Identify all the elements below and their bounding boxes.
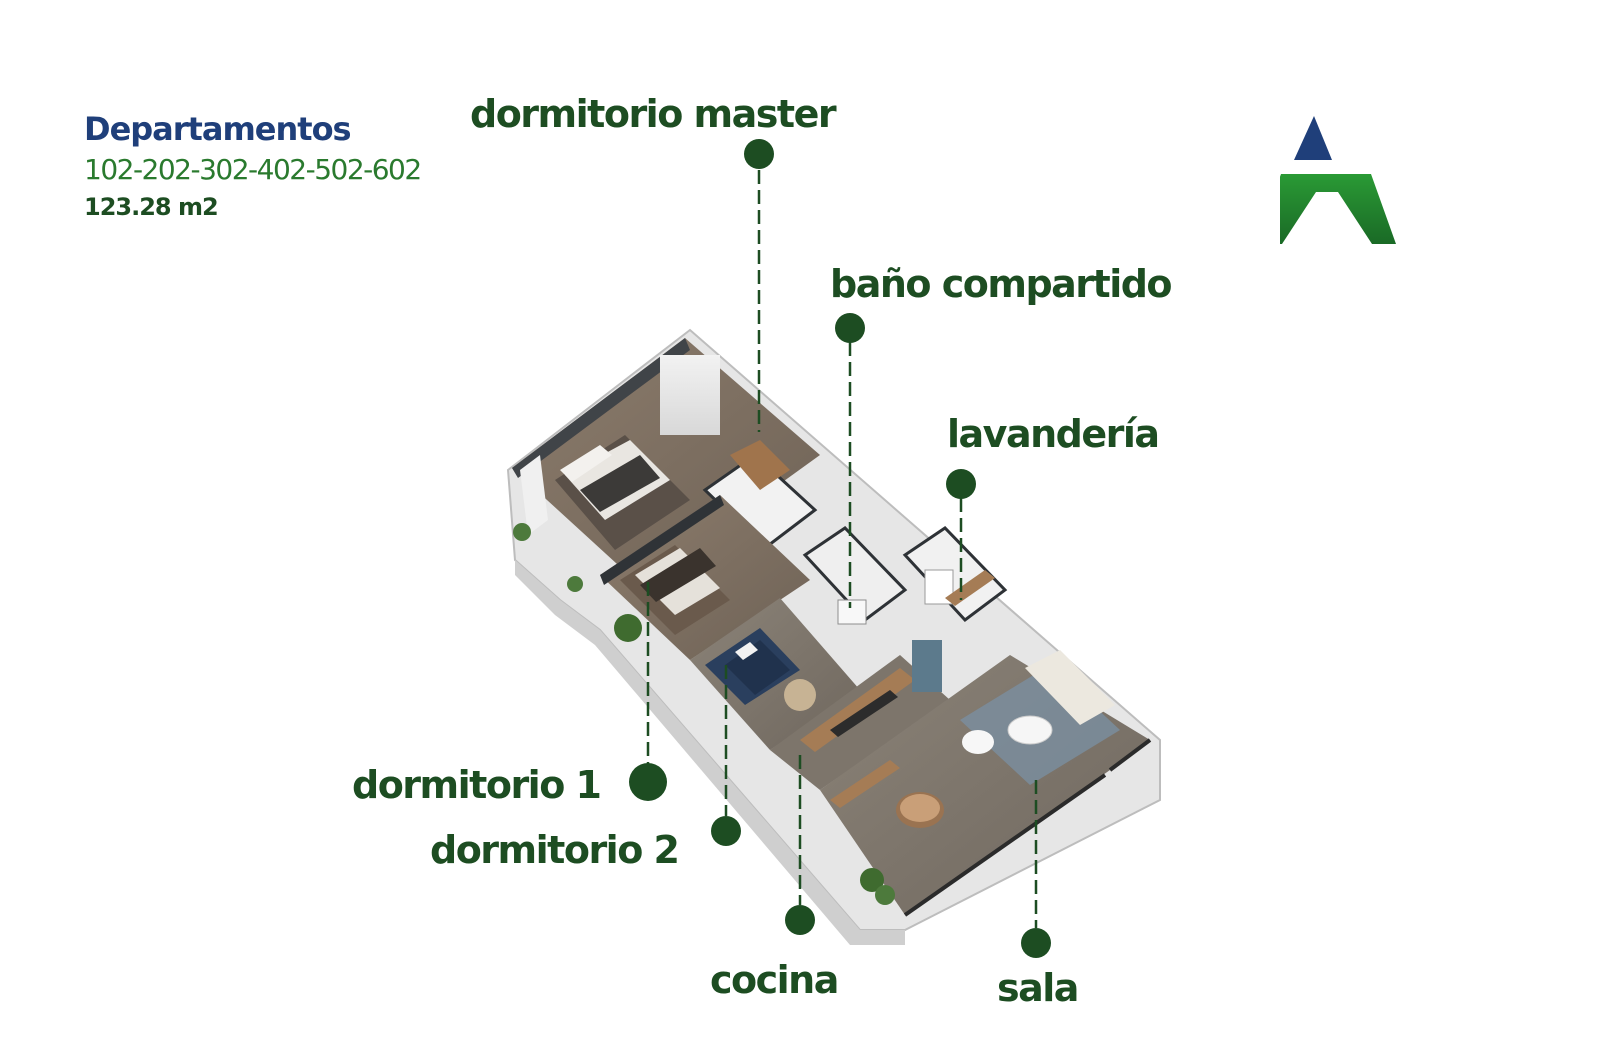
marker-bano-compartido [835,313,865,343]
callout-lines [646,170,1038,928]
label-bano-compartido: baño compartido [830,262,1173,306]
info-units: 102-202-302-402-502-602 [84,153,422,186]
triangle-a-logo-icon [1256,116,1396,244]
marker-dormitorio-2 [711,816,741,846]
room-dormitorio-2 [690,598,860,750]
planters [513,523,895,905]
marker-lavanderia [946,469,976,499]
label-cocina: cocina [710,958,839,1002]
label-dormitorio-1: dormitorio 1 [352,763,602,807]
room-dormitorio-1 [600,495,810,660]
marker-cocina [785,905,815,935]
callout-dots [629,139,1051,958]
info-title: Departamentos [84,110,352,148]
marker-sala [1021,928,1051,958]
label-dormitorio-master: dormitorio master [470,92,837,136]
room-dormitorio-master [512,338,820,585]
label-lavanderia: lavandería [947,412,1160,456]
brand-logo [1256,116,1400,251]
unit-info: Departamentos 102-202-302-402-502-602 12… [84,108,422,224]
room-sala [820,650,1152,917]
marker-dormitorio-master [744,139,774,169]
label-sala: sala [997,966,1079,1010]
room-cocina [770,640,950,790]
room-lavanderia [902,526,1008,623]
info-area: 123.28 m2 [84,193,219,221]
marker-dormitorio-1 [629,763,667,801]
label-dormitorio-2: dormitorio 2 [430,828,680,872]
